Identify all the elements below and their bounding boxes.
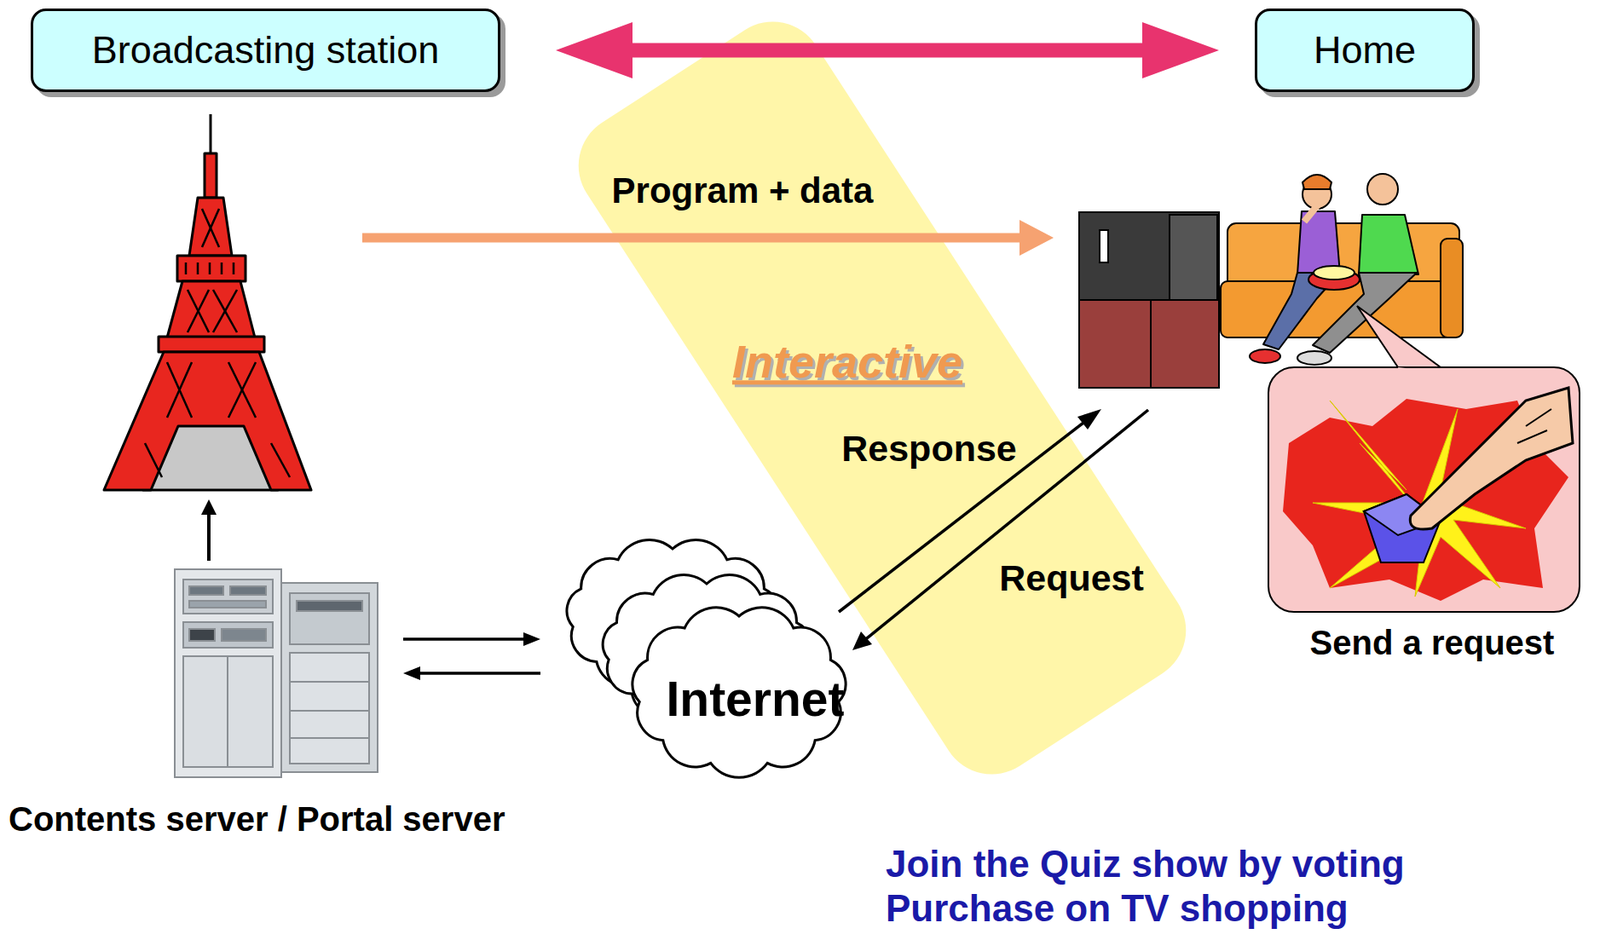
- broadcast-tower: [177, 255, 246, 282]
- request-bubble: [1517, 409, 1552, 444]
- internet-cloud: Internet: [550, 530, 862, 786]
- request-bubble: [1409, 387, 1573, 530]
- broadcast-tower: [213, 289, 237, 333]
- viewers-on-couch: [1367, 173, 1398, 205]
- station-box: Broadcasting station: [30, 8, 501, 93]
- broadcast-tower: [167, 362, 192, 418]
- server-illustration: [289, 737, 370, 740]
- server-illustration: [221, 629, 266, 642]
- server-label: Contents server / Portal server: [8, 800, 505, 839]
- broadcast-tower: [220, 262, 224, 275]
- request-bubble: [1357, 306, 1441, 368]
- broadcast-tower: [144, 443, 162, 478]
- cloud-outline: [632, 607, 846, 778]
- broadcast-arrow: [1019, 219, 1054, 256]
- broadcast-tower: [271, 443, 290, 478]
- server-illustration: [281, 583, 378, 773]
- server-illustration: [183, 622, 273, 648]
- band-title: Interactive: [732, 336, 963, 388]
- broadcast-tower: [189, 197, 232, 256]
- broadcast-tower: [166, 281, 256, 341]
- viewers-on-couch: [1297, 351, 1332, 365]
- broadcast-arrow: [362, 219, 1054, 256]
- server-illustration: [189, 586, 224, 595]
- broadcast-arrow: [362, 233, 1023, 243]
- server-illustration: [189, 629, 215, 642]
- broadcast-tower: [204, 153, 217, 198]
- broadcast-tower: [209, 114, 213, 156]
- tv-set: [1079, 212, 1219, 388]
- server-illustration: [289, 652, 370, 764]
- broadcast-tower: [213, 289, 237, 333]
- uplink-arrow: [201, 499, 217, 561]
- cloud-label: Internet: [665, 670, 844, 728]
- interactive-band: [559, 1, 1207, 794]
- box-label: Home: [1313, 28, 1416, 73]
- request-bubble: [1312, 400, 1526, 597]
- example-note: Purchase on TV shopping: [885, 888, 1349, 930]
- interactive-band: [559, 1, 1207, 794]
- broadcast-tower: [184, 262, 188, 275]
- viewers-on-couch: [1304, 202, 1320, 222]
- server-illustration: [189, 600, 266, 608]
- broadcast-tower: [232, 262, 236, 275]
- viewers-on-couch: [1220, 173, 1463, 365]
- broadcast-tower: [196, 262, 200, 275]
- cloud-outline: [550, 530, 862, 786]
- home-box: Home: [1254, 8, 1475, 93]
- flow-label: Program + data: [612, 171, 874, 211]
- tv-set: [1169, 214, 1218, 301]
- tv-set: [1149, 300, 1152, 388]
- connector-arrow: [632, 43, 1143, 58]
- connector-arrow: [403, 637, 524, 642]
- viewers-on-couch: [1249, 349, 1281, 364]
- broadcast-tower: [103, 114, 312, 491]
- server-illustration: [289, 681, 370, 683]
- request-bubble: [1268, 367, 1580, 613]
- server-illustration: [289, 593, 370, 645]
- broadcast-tower: [208, 262, 212, 275]
- connector-arrow: [420, 671, 541, 676]
- broadcast-tower: [144, 208, 290, 478]
- request-bubble: [1397, 369, 1407, 370]
- broadcast-tower: [228, 362, 256, 418]
- broadcast-tower: [228, 362, 256, 418]
- viewers-on-couch: [1302, 174, 1332, 190]
- viewers-on-couch: [1358, 214, 1419, 275]
- server-illustration: [289, 710, 370, 712]
- flow-label: Response: [841, 428, 1017, 469]
- box-label: Broadcasting station: [92, 28, 440, 73]
- request-arrow: [852, 631, 873, 651]
- broadcast-tower: [103, 352, 312, 491]
- uplink-arrow: [207, 513, 211, 561]
- server-illustration: [183, 579, 273, 614]
- flow-label: Request: [999, 558, 1144, 599]
- tv-set: [1099, 230, 1109, 263]
- viewers-on-couch: [1313, 265, 1355, 280]
- server-illustration: [183, 656, 273, 768]
- broadcast-tower: [187, 289, 209, 333]
- broadcast-tower: [158, 336, 265, 353]
- viewers-on-couch: [1440, 238, 1463, 338]
- tv-set: [1079, 300, 1219, 388]
- server-illustration: [296, 600, 363, 612]
- broadcast-tower: [187, 289, 209, 333]
- server-illustration: [174, 569, 378, 778]
- broadcast-tower: [167, 362, 192, 418]
- broadcast-tower: [202, 208, 220, 248]
- server-illustration: [230, 586, 266, 595]
- server-illustration: [174, 569, 282, 778]
- request-bubble: [1268, 306, 1580, 613]
- server-illustration: [226, 656, 229, 768]
- tv-set: [1079, 212, 1219, 303]
- uplink-arrow: [201, 499, 217, 515]
- bubble-caption: Send a request: [1310, 623, 1555, 662]
- broadcast-tower: [202, 208, 220, 248]
- server-node: Contents server / Portal server: [173, 566, 378, 781]
- example-note: Join the Quiz show by voting: [885, 843, 1405, 885]
- response-arrow: [1077, 409, 1102, 430]
